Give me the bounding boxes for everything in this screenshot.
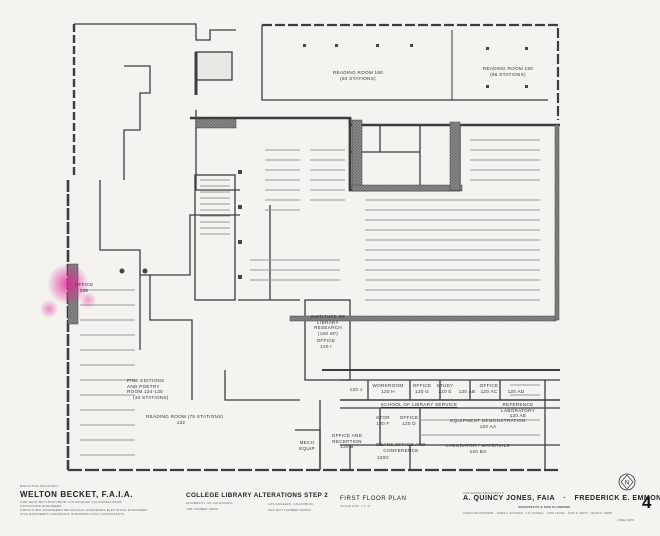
title-block-left-caption: EXECUTIVE ARCHITECT [20, 484, 59, 488]
room-label-stor: STOR 120 F [374, 415, 392, 426]
room-label-120c: 120C [366, 455, 400, 461]
project-location: LOS ANGELES, CALIFORNIA [268, 502, 314, 506]
room-name: READING ROOM (75 STATIONS) [146, 414, 224, 419]
room-label-fine-editions: FINE EDITIONS AND POETRY ROOM 134-135 (3… [127, 378, 175, 400]
room-name: STUDY [436, 383, 454, 388]
room-name: OFFICE AND RECEPTION [331, 433, 363, 444]
sheet-number: 4 [642, 493, 652, 512]
room-name: OFFICE [74, 282, 94, 287]
room-detail: (33 STATIONS) [133, 394, 169, 400]
room-label-school: SCHOOL OF LIBRARY SERVICE [372, 402, 466, 408]
title-block-left-line: ASSOCIATED ENGINEERS [20, 504, 62, 508]
room-detail: 120 G [414, 388, 429, 394]
title-block-left-firm: WELTON BECKET, F.A.I.A. [20, 490, 134, 499]
room-name: REFERENCE LABORATORY [501, 402, 535, 413]
room-name: DEANS OFFICE AND CONFERENCE [376, 442, 426, 453]
title-block-firms: A. QUINCY JONES, FAIA · FREDERICK E. EMM… [463, 495, 660, 502]
firm-separator: · [563, 495, 567, 502]
room-label-reference-lab: REFERENCE LABORATORY 120 AE [490, 402, 546, 419]
room-detail: 120 AA [479, 423, 497, 429]
room-label-study: STUDY 120 E [432, 383, 458, 394]
title-block-right-caption: ASSOCIATE ARCHITECTS [463, 491, 504, 495]
room-detail: (96 STATIONS) [490, 71, 526, 77]
room-label-office-120g: OFFICE 120 G [408, 383, 436, 394]
room-detail: 120 E [438, 388, 452, 394]
room-name: OFFICE [399, 415, 419, 420]
title-block-left-line: 1000 WEST BOYLSTON BLVD LOS ANGELES CALI… [20, 500, 122, 504]
room-name: READING ROOM 180 [332, 70, 384, 75]
room-label-lab-materials: LABORATORY MATERIALS 120 BA [438, 443, 518, 454]
title-block-left-line: STRUCTURAL ENGINEERS MECHANICAL ENGINEER… [20, 508, 148, 512]
room-name: 120 AD [507, 389, 525, 394]
room-label-institute: INSTITUTE OF LIBRARY RESEARCH (100 SF) [306, 314, 350, 336]
drawing-scale: SCALE 1/16" = 1'-0" [340, 504, 371, 508]
room-label-reading-room-132: READING ROOM (75 STATIONS) 132 [146, 414, 224, 425]
room-detail: (84 STATIONS) [340, 75, 376, 81]
room-label-deans-office: DEANS OFFICE AND CONFERENCE [370, 442, 432, 453]
room-label-office-136: OFFICE 136 [72, 282, 96, 293]
room-name: SCHOOL OF LIBRARY SERVICE [380, 402, 458, 407]
room-name: STOR [376, 415, 390, 420]
room-name: READING ROOM 190 [482, 66, 534, 71]
room-label-office-120d: OFFICE 120 D [396, 415, 422, 426]
firm-a: A. QUINCY JONES, FAIA [463, 495, 555, 502]
room-detail: 120 BA [469, 448, 487, 454]
title-block-left-line: CIVIL ENGINEERS LANDSCAPE INTERIORS COST… [20, 512, 125, 516]
room-label-120ad: 120 AD [504, 389, 528, 395]
room-label-reading-room-180: READING ROOM 180 (84 STATIONS) [318, 70, 398, 81]
ink-stain [48, 264, 88, 304]
project-owner: UNIVERSITY OF CALIFORNIA [186, 501, 233, 505]
room-name: 120 AB [458, 389, 476, 394]
room-name: OFFICE [412, 383, 432, 388]
room-name: OFFICE [479, 383, 499, 388]
room-detail: (100 SF) [317, 330, 339, 336]
room-label-equip-demo: EQUIPMENT DEMONSTRATION 120 AA [440, 418, 536, 429]
room-label-office-120ac: OFFICE 120 AC [476, 383, 502, 394]
room-label-mech-equip: MECH EQUIP [296, 440, 318, 451]
room-detail: 120 H [381, 388, 395, 394]
ink-stain [40, 300, 58, 318]
room-detail: 120 I [320, 343, 332, 349]
ink-stain [80, 292, 96, 308]
room-name: LABORATORY MATERIALS [446, 443, 510, 448]
room-name: INSTITUTE OF LIBRARY RESEARCH [310, 314, 346, 330]
room-name: MECH EQUIP [299, 440, 315, 451]
room-name: FINE EDITIONS AND POETRY ROOM 134-135 [127, 378, 165, 394]
title-block-subtitle: ARCHITECTS & SITE PLANNERS [518, 505, 571, 509]
project-job: JOB NUMBER 00000 [186, 507, 219, 511]
room-label-reading-room-190: READING ROOM 190 (96 STATIONS) [468, 66, 548, 77]
title-block-staff: ASSOCIATE PARTNERS · JAMES A. SCHONER · … [463, 512, 612, 515]
room-name: EQUIPMENT DEMONSTRATION [450, 418, 526, 423]
room-detail: 120 AE [509, 413, 527, 418]
title-block-date: JUNE 1969 [617, 518, 635, 522]
firm-b: FREDERICK E. EMMONS, AIA [574, 495, 660, 502]
room-label-office-120i: OFFICE 120 I [310, 338, 342, 349]
project-number: PROJECT NUMBER 000000 [268, 508, 311, 512]
project-name: COLLEGE LIBRARY ALTERATIONS STEP 2 [186, 492, 329, 499]
room-label-workroom: WORKROOM 120 H [370, 383, 406, 394]
room-detail: 120 F [376, 420, 390, 426]
room-detail: 132 [176, 419, 186, 425]
room-name: OFFICE [316, 338, 336, 343]
room-name: 120 J [349, 387, 363, 392]
room-name: 120C [376, 455, 390, 460]
drawing-title: FIRST FLOOR PLAN [340, 496, 407, 502]
room-detail: 120 AC [480, 388, 498, 394]
room-label-120j: 120 J [346, 387, 366, 393]
room-name: WORKROOM [372, 383, 404, 388]
room-detail: 120 B [340, 444, 354, 449]
north-arrow-icon: N [618, 473, 636, 491]
room-label-office-reception: OFFICE AND RECEPTION 120 B [326, 433, 368, 450]
room-detail: 120 D [402, 420, 416, 426]
room-detail: 136 [79, 287, 89, 293]
svg-text:N: N [625, 481, 629, 487]
room-label-120ab: 120 AB [456, 389, 478, 395]
